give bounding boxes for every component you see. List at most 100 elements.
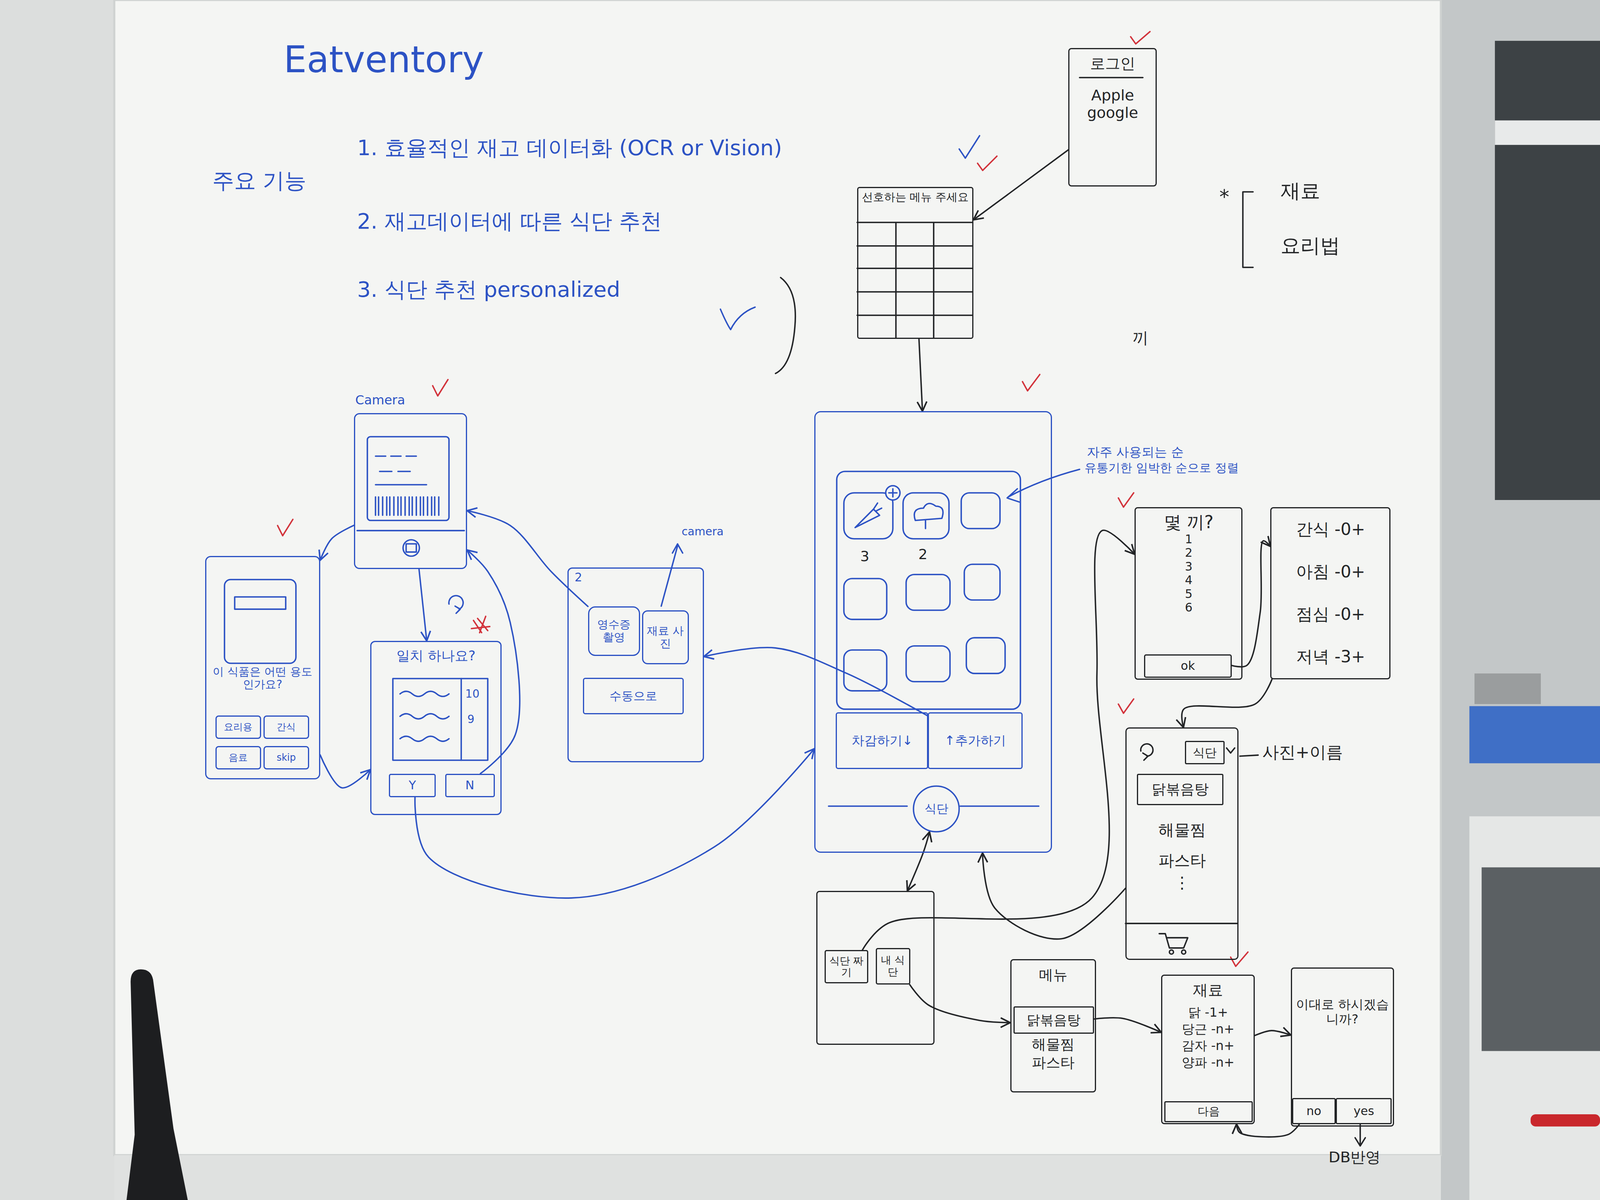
carrot-icon — [855, 503, 882, 528]
node-text: 식단 — [924, 801, 949, 816]
leader-arrow — [661, 544, 683, 607]
node-text: 재료 사진 — [645, 624, 686, 650]
flow-arrow — [320, 525, 354, 561]
annotation-label: 1. 효율적인 재고 데이터화 (OCR or Vision) — [357, 135, 783, 161]
match-table — [392, 678, 488, 761]
annotation-label: 9 — [467, 713, 475, 726]
flow-arrow — [919, 338, 923, 412]
input-method-screen: 2 영수증 촬영 재료 사진수동으로 — [567, 567, 704, 763]
plus-badge — [885, 485, 900, 500]
node-text: 일치 하나요? — [396, 648, 476, 664]
camera-viewfinder — [367, 436, 450, 521]
button-box: N — [445, 773, 495, 798]
node-text: 이대로 하시겠습니까? — [1294, 997, 1391, 1027]
preference-screen: 선호하는 메뉴 주세요 — [857, 186, 974, 339]
node-text: 닭볶음탕 — [1151, 780, 1209, 798]
whiteboard — [114, 0, 1441, 1156]
annotation-label: 끼 — [1132, 328, 1149, 347]
node-text: N — [465, 778, 475, 793]
node-text: 닭 -1+ — [1188, 1005, 1229, 1020]
button-box: Y — [388, 773, 436, 798]
node-text: 감자 -n+ — [1181, 1038, 1235, 1054]
button-box: 내 식단 — [875, 948, 911, 985]
recommendation-screen: 해물찜파스타⋮식단닭볶음탕 — [1125, 727, 1239, 960]
annotation-label: 유통기한 임박한 순으로 정렬 — [1084, 461, 1239, 475]
node-text: 2 — [574, 570, 583, 585]
button-box: 식단 짜기 — [824, 950, 869, 984]
button-box: 다음 — [1164, 1101, 1253, 1123]
node-text: 5 — [1184, 587, 1193, 602]
vegetable-icon — [914, 503, 943, 529]
annotation-label: * — [1219, 185, 1230, 209]
barcode — [375, 496, 439, 516]
button-box: skip — [263, 746, 310, 770]
node-text: 아침 -0+ — [1296, 562, 1366, 582]
marker-tray — [114, 1155, 1441, 1200]
menu-list-screen: 메뉴해물찜파스타닭볶음탕 — [1010, 959, 1097, 1093]
node-text: 파스타 — [1031, 1054, 1075, 1071]
button-box: 차감하기↓ — [835, 712, 929, 770]
retry-symbol — [448, 595, 464, 614]
match-screen: 일치 하나요? Y N — [370, 640, 502, 816]
home-screen: 차감하기↓ ↑추가하기식단 — [814, 411, 1052, 853]
node-text: no — [1306, 1104, 1322, 1119]
meal-type-screen: 간식 -0+아침 -0+점심 -0+저녁 -3+ — [1270, 507, 1391, 680]
node-text: 영수증 촬영 — [591, 618, 637, 644]
title-text: Eatventory — [283, 38, 485, 81]
item-icon — [844, 492, 893, 539]
node-text: 파스타 — [1158, 851, 1206, 870]
node-text: 점심 -0+ — [1296, 604, 1366, 624]
node-text: 해물찜 — [1158, 820, 1206, 839]
camera-bar — [357, 529, 465, 532]
dropdown-box: 식단 — [1184, 740, 1225, 765]
node-text: 이 식품은 어떤 용도인가요? — [208, 665, 318, 691]
confirm-screen: 이대로 하시겠습니까? no yes — [1290, 967, 1395, 1127]
bracket — [775, 277, 796, 374]
cabinet-glass — [1481, 867, 1600, 1052]
flow-arrow — [703, 647, 928, 716]
check-mark — [959, 135, 980, 159]
wall-left — [0, 0, 115, 1200]
check-mark — [277, 519, 293, 536]
node-text: 간식 -0+ — [1296, 519, 1366, 539]
purpose-screen: 이 식품은 어떤 용도인가요?요리용간식음료skip — [205, 555, 321, 780]
node-text: 2 — [1184, 546, 1193, 560]
item-icon — [905, 574, 950, 611]
item-icon — [844, 650, 887, 691]
cart-bar — [1125, 922, 1238, 925]
button-box: 재료 사진 — [642, 610, 689, 665]
plus-sign — [888, 488, 898, 498]
cabinet — [1469, 816, 1600, 1200]
item-icon — [905, 646, 950, 682]
menu-item-box: 닭볶음탕 — [1013, 1006, 1095, 1034]
cart-wheel — [1181, 950, 1186, 954]
node-text: 수동으로 — [609, 689, 658, 704]
node-text: Camera — [355, 392, 406, 408]
node-text: 차감하기↓ — [851, 733, 914, 749]
item-icon — [964, 564, 1000, 600]
circle-outline-shape — [913, 786, 960, 832]
node-text: 4 — [1184, 573, 1193, 588]
node-text: Y — [408, 778, 416, 793]
flow-arrow — [982, 852, 1126, 939]
node-text: 음료 — [228, 752, 248, 764]
button-box: 영수증 촬영 — [588, 606, 641, 656]
node-text: 내 식단 — [878, 954, 908, 979]
ingredient-screen: 재료닭 -1+당근 -n+감자 -n+양파 -n+다음 — [1161, 974, 1255, 1125]
node-text: 재료 — [1192, 981, 1224, 1000]
flow-arrow — [419, 569, 427, 641]
login-screen: 로그인Apple google — [1068, 48, 1157, 187]
red-ink — [277, 31, 1248, 967]
annotation-label: 3 — [860, 548, 870, 565]
node-text: ↑추가하기 — [944, 733, 1006, 749]
flow-arrow — [1231, 540, 1271, 668]
photo-detail — [234, 596, 286, 610]
bracket — [1242, 191, 1254, 268]
check-mark — [1118, 698, 1134, 714]
leader-line — [1239, 755, 1258, 757]
marker — [1530, 1114, 1600, 1127]
flow-arrow — [467, 510, 588, 607]
blue-ink — [224, 135, 1080, 806]
node-text: yes — [1353, 1104, 1375, 1119]
